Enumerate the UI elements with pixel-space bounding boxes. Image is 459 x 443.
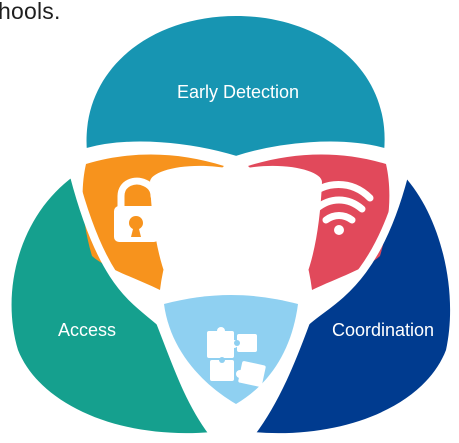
puzzle-icon (207, 327, 266, 387)
access-petal (11, 176, 213, 434)
padlock-icon (114, 177, 159, 242)
header-text-fragment: hools. (0, 0, 61, 24)
wifi-icon (303, 181, 374, 235)
coordination-petal (252, 176, 451, 434)
access-label: Access (58, 320, 116, 340)
center-intersection (150, 165, 322, 294)
petal-separators (70, 141, 408, 436)
early-detection-label: Early Detection (177, 82, 299, 102)
early-detection-petal (86, 16, 385, 160)
coordination-label: Coordination (332, 320, 434, 340)
